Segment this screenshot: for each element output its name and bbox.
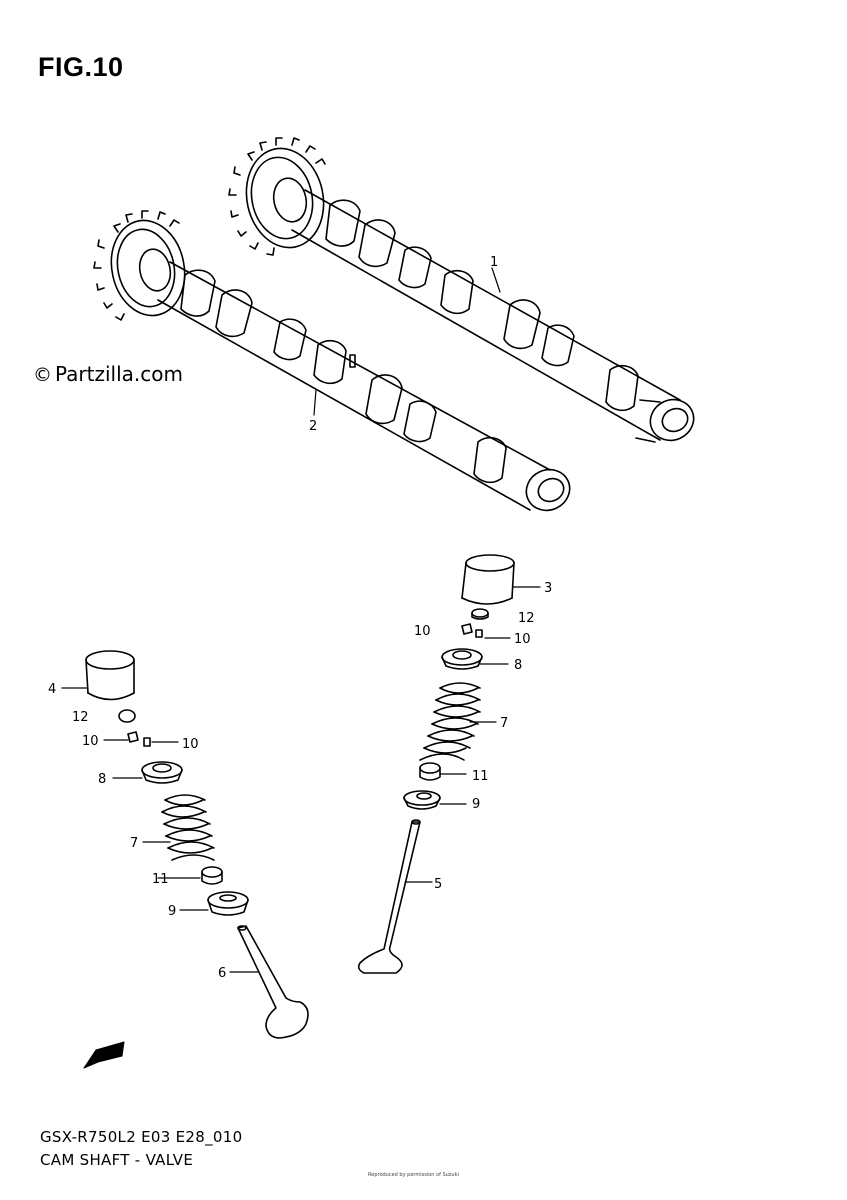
retainer-8-left[interactable] (141, 761, 183, 784)
seat-9-right[interactable] (403, 790, 441, 810)
callout-10-left-b: 10 (182, 737, 199, 752)
callout-4: 4 (48, 682, 56, 697)
cotter-10-left[interactable] (127, 731, 151, 747)
figure-title: FIG.10 (38, 52, 124, 82)
valve-5[interactable] (357, 819, 421, 974)
leader-lines (61, 267, 541, 973)
tappet-4[interactable] (85, 650, 135, 701)
valve-6[interactable] (237, 925, 309, 1039)
callout-2: 2 (309, 419, 317, 434)
shim-12-right[interactable] (471, 608, 489, 620)
callout-10-left-a: 10 (82, 734, 99, 749)
seal-11-left[interactable] (201, 866, 223, 885)
fwd-arrow-icon (83, 1041, 125, 1069)
spring-7-left[interactable] (161, 794, 215, 861)
callout-12-left: 12 (72, 710, 89, 725)
seal-11-right[interactable] (419, 762, 441, 781)
callout-11-right: 11 (472, 769, 489, 784)
callout-5: 5 (434, 877, 442, 892)
callout-10-right-b: 10 (514, 632, 531, 647)
camshaft-1[interactable] (228, 137, 700, 447)
retainer-8-right[interactable] (441, 648, 483, 670)
shim-12-left[interactable] (118, 709, 136, 723)
camshaft-2[interactable] (93, 210, 576, 517)
callout-7-right: 7 (500, 716, 508, 731)
section-name: CAM SHAFT - VALVE (40, 1151, 194, 1169)
callout-8-right: 8 (514, 658, 522, 673)
callout-9-right: 9 (472, 797, 480, 812)
seat-9-left[interactable] (207, 891, 249, 916)
copyright-symbol: © (33, 364, 52, 386)
callout-labels: 1 2 3 12 10 10 8 7 11 9 5 4 12 10 10 8 7… (48, 255, 552, 1063)
footer-note: Reproduced by permission of Suzuki (368, 1172, 459, 1178)
model-code: GSX-R750L2 E03 E28_010 (40, 1128, 243, 1146)
callout-3: 3 (544, 581, 552, 596)
copyright-text: Partzilla.com (55, 362, 183, 386)
callout-7-left: 7 (130, 836, 138, 851)
callout-6: 6 (218, 966, 226, 981)
callout-11-left: 11 (152, 872, 169, 887)
callout-9-left: 9 (168, 904, 176, 919)
copyright-watermark: ©Partzilla.com (33, 362, 183, 386)
callout-10-right-a: 10 (414, 624, 431, 639)
callout-8-left: 8 (98, 772, 106, 787)
tappet-3[interactable] (461, 554, 515, 605)
callout-1: 1 (490, 255, 498, 270)
spring-7-right[interactable] (419, 682, 481, 761)
cotter-10-right[interactable] (461, 623, 483, 638)
callout-12-right: 12 (518, 611, 535, 626)
